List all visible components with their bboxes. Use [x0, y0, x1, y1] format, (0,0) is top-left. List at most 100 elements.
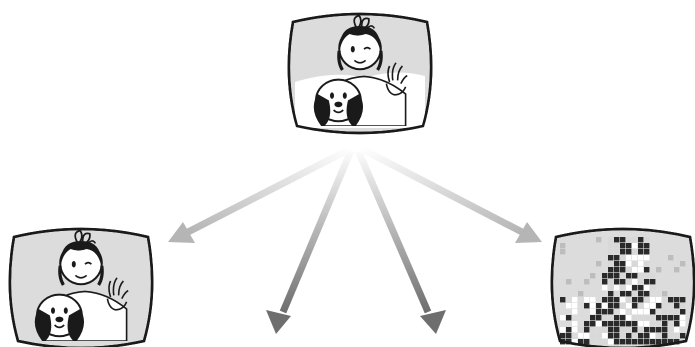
arrow-down-right — [357, 148, 446, 334]
mosaic-pixel — [656, 333, 661, 338]
mosaic-pixel — [632, 303, 637, 308]
mosaic-pixel — [674, 297, 679, 302]
mosaic-pixel — [638, 333, 643, 338]
mosaic-pixel — [668, 303, 673, 308]
mosaic-pixel — [644, 315, 649, 320]
mosaic-pixel — [596, 333, 601, 338]
mosaic-pixel — [620, 321, 625, 326]
mosaic-pixel — [656, 303, 661, 308]
mosaic-pixel — [632, 255, 637, 260]
mosaic-pixel — [638, 309, 643, 314]
mosaic-pixel — [596, 237, 601, 242]
mosaic-pixel — [632, 273, 637, 278]
mosaic-pixel — [656, 315, 661, 320]
mosaic-pixel — [632, 279, 637, 284]
mosaic-pixel — [668, 255, 673, 260]
mosaic-pixel — [614, 333, 619, 338]
mosaic-pixel — [620, 333, 625, 338]
mosaic-pixel — [620, 309, 625, 314]
mosaic-pixel — [626, 339, 631, 344]
mosaic-pixel — [638, 327, 643, 332]
mosaic-pixel — [644, 249, 649, 254]
mosaic-pixel — [674, 333, 679, 338]
mosaic-pixel — [608, 267, 613, 272]
output-left-tv-screen — [10, 229, 152, 347]
mosaic-pixel — [602, 339, 607, 344]
mosaic-pixel — [650, 303, 655, 308]
mosaic-pixel — [608, 285, 613, 290]
mosaic-pixel — [614, 315, 619, 320]
mosaic-pixel — [638, 249, 643, 254]
mosaic-pixel — [620, 255, 625, 260]
mosaic-pixel — [608, 315, 613, 320]
mosaic-pixel — [638, 255, 643, 260]
mosaic-pixel — [626, 315, 631, 320]
mosaic-pixel — [620, 249, 625, 254]
mosaic-pixel — [614, 243, 619, 248]
mosaic-pixel — [638, 273, 643, 278]
mosaic-pixel — [650, 333, 655, 338]
mosaic-pixel — [608, 333, 613, 338]
mosaic-pixel — [614, 249, 619, 254]
mosaic-pixel — [590, 315, 595, 320]
mosaic-pixel — [626, 249, 631, 254]
mosaic-pixel — [638, 297, 643, 302]
mosaic-pixel — [644, 285, 649, 290]
mosaic-pixel — [566, 327, 571, 332]
mosaic-pixel — [584, 327, 589, 332]
mosaic-pixel — [626, 279, 631, 284]
mosaic-pixel — [644, 309, 649, 314]
mosaic-pixel — [668, 327, 673, 332]
mosaic-pixel — [650, 315, 655, 320]
mosaic-pixel — [560, 297, 565, 302]
mosaic-pixel — [626, 261, 631, 266]
mosaic-pixel — [620, 261, 625, 266]
mosaic-pixel — [590, 333, 595, 338]
mosaic-pixel — [656, 267, 661, 272]
mosaic-pixel — [602, 297, 607, 302]
mosaic-pixel — [662, 321, 667, 326]
mosaic-pixel — [632, 243, 637, 248]
mosaic-pixel — [644, 267, 649, 272]
mosaic-pixel — [572, 327, 577, 332]
mosaic-pixel — [662, 309, 667, 314]
mosaic-pixel — [590, 321, 595, 326]
mosaic-pixel — [632, 339, 637, 344]
mosaic-pixel — [614, 237, 619, 242]
mosaic-pixel — [560, 315, 565, 320]
mosaic-pixel — [680, 333, 685, 338]
mosaic-pixel — [620, 273, 625, 278]
mosaic-pixel — [578, 333, 583, 338]
mosaic-pixel — [638, 303, 643, 308]
mosaic-pixel — [602, 315, 607, 320]
mosaic-pixel — [662, 327, 667, 332]
mosaic-pixel — [638, 261, 643, 266]
mosaic-pixel — [644, 333, 649, 338]
mosaic-pixel — [620, 267, 625, 272]
mosaic-pixel — [572, 309, 577, 314]
mosaic-pixel — [632, 291, 637, 296]
mosaic-pixel — [632, 315, 637, 320]
mosaic-pixel — [674, 327, 679, 332]
mosaic-pixel — [644, 303, 649, 308]
mosaic-pixel — [584, 303, 589, 308]
mosaic-pixel — [602, 309, 607, 314]
mosaic-pixel — [668, 309, 673, 314]
mosaic-pixel — [614, 297, 619, 302]
mosaic-pixel — [620, 279, 625, 284]
mosaic-pixel — [680, 303, 685, 308]
mosaic-pixel — [680, 315, 685, 320]
mosaic-pixel — [662, 303, 667, 308]
mosaic-pixel — [650, 327, 655, 332]
mosaic-pixel — [584, 321, 589, 326]
mosaic-pixel — [626, 321, 631, 326]
mosaic-pixel — [608, 237, 613, 242]
mosaic-pixel — [680, 309, 685, 314]
mosaic-pixel — [608, 321, 613, 326]
mosaic-pixel — [590, 297, 595, 302]
mosaic-pixel — [614, 327, 619, 332]
mosaic-pixel — [602, 303, 607, 308]
mosaic-pixel — [656, 297, 661, 302]
